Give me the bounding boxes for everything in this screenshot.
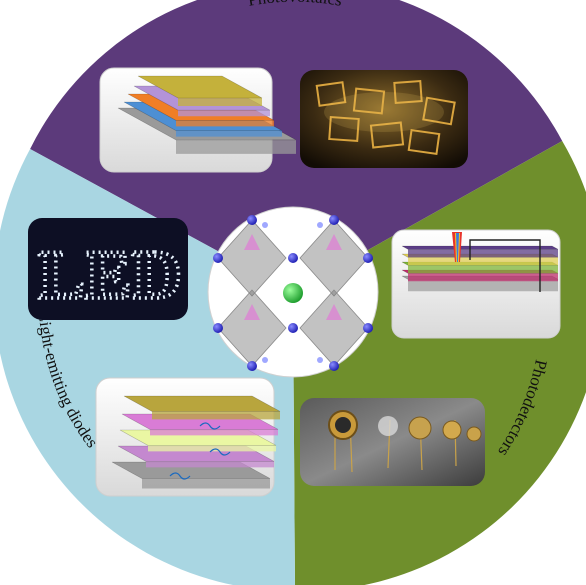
solar-cell-layer-diagram — [99, 67, 297, 173]
photodiodes-photo — [300, 398, 485, 486]
detector-layer-edge — [408, 273, 558, 282]
solar-layer-edge — [178, 98, 262, 106]
x-site-atom — [288, 253, 298, 263]
solar-devices-photo — [300, 70, 468, 168]
perovskite-crystal-structure — [213, 215, 373, 371]
octahedron-inner — [244, 234, 260, 250]
x-site-atom — [247, 361, 257, 371]
solar-layer-edge — [176, 130, 282, 137]
light-beam-icon — [452, 232, 462, 262]
x-site-atom — [329, 215, 339, 225]
x-site-atom — [288, 323, 298, 333]
led-layer-edge — [146, 461, 274, 468]
octahedron — [299, 219, 369, 297]
octahedron-inner — [326, 234, 342, 250]
a-site-atom — [283, 283, 303, 303]
detector-layer-edge — [408, 249, 558, 258]
x-site-atom — [247, 215, 257, 225]
detector-layer-edge — [408, 265, 558, 274]
x-site-atom — [329, 361, 339, 371]
octahedron-inner — [244, 304, 260, 320]
solar-layer-edge — [178, 110, 270, 117]
x-site-atom — [213, 253, 223, 263]
photovoltaics-label: Photovoltaics — [246, 0, 343, 10]
x-site-atom — [262, 357, 268, 363]
x-site-atom — [363, 323, 373, 333]
octahedron-inner — [326, 304, 342, 320]
led-layer — [123, 395, 281, 412]
led-sign-text: LED — [38, 237, 182, 314]
x-site-atom — [363, 253, 373, 263]
led-layer-diagram — [95, 377, 281, 497]
led-layer-edge — [142, 478, 270, 489]
solar-layer — [137, 75, 263, 99]
led-layer-edge — [148, 445, 276, 452]
led-layer-edge — [150, 429, 278, 436]
detector-layer-edge — [408, 257, 558, 266]
x-site-atom — [213, 323, 223, 333]
solar-layer-edge — [176, 139, 296, 154]
detector-layer-edge — [408, 279, 558, 292]
octahedron — [217, 219, 287, 297]
detector-layer — [401, 245, 559, 250]
led-layer-edge — [152, 411, 280, 420]
led-sign-photo: LED — [28, 218, 188, 320]
x-site-atom — [262, 222, 268, 228]
x-site-atom — [317, 222, 323, 228]
photodetector-layer-diagram — [391, 229, 561, 339]
x-site-atom — [317, 357, 323, 363]
solar-layer-edge — [176, 120, 274, 127]
